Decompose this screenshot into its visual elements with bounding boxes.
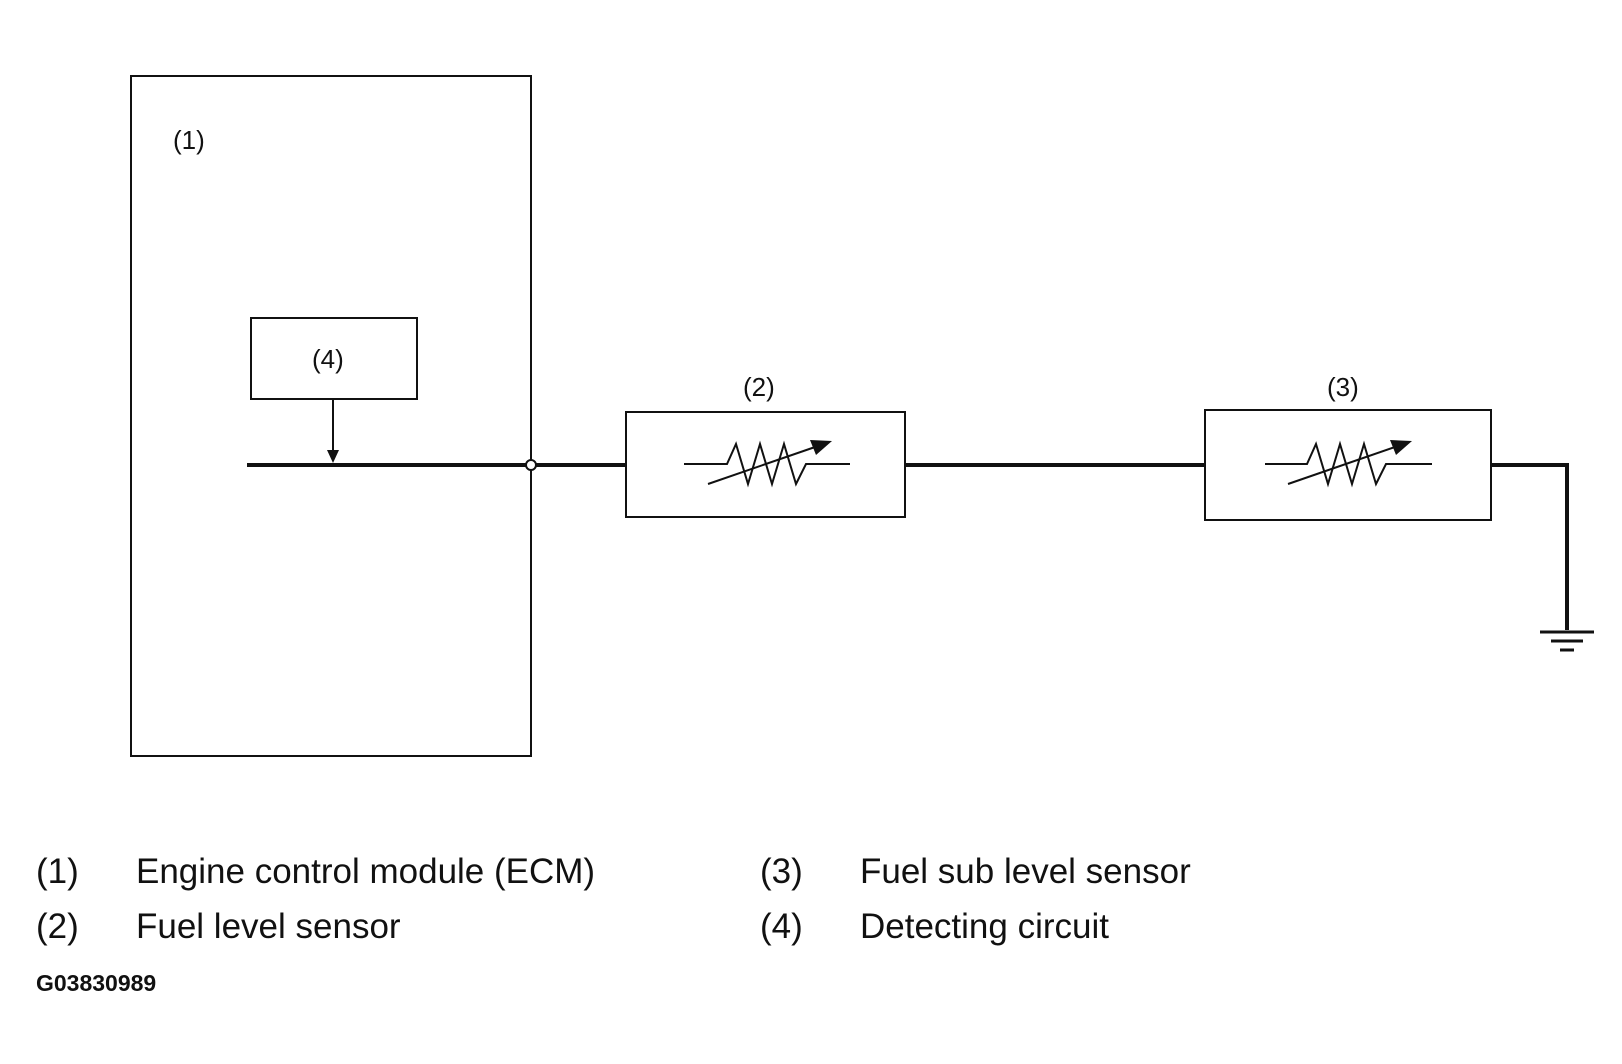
line-to-ground xyxy=(1491,463,1569,630)
legend-number: (3) xyxy=(760,852,803,891)
ecm-box xyxy=(130,75,532,757)
variable-resistor-icon xyxy=(1265,440,1432,488)
variable-resistor-icon xyxy=(684,440,850,488)
detecting-circuit-label: (4) xyxy=(312,344,344,374)
figure-id: G03830989 xyxy=(36,970,157,996)
detect-arrow-head xyxy=(327,450,339,463)
terminal-junction xyxy=(525,459,537,471)
fuel-sub-level-sensor-label: (3) xyxy=(1327,372,1359,402)
legend-text: Engine control module (ECM) xyxy=(136,852,596,891)
ground-icon xyxy=(1540,630,1594,652)
legend-number: (2) xyxy=(36,907,79,946)
legend-text: Detecting circuit xyxy=(860,907,1109,946)
ecm-label: (1) xyxy=(173,125,205,155)
legend-text: Fuel level sensor xyxy=(136,907,401,946)
legend-number: (1) xyxy=(36,852,79,891)
legend-text: Fuel sub level sensor xyxy=(860,852,1191,891)
legend-number: (4) xyxy=(760,907,803,946)
fuel-level-sensor-label: (2) xyxy=(743,372,775,402)
